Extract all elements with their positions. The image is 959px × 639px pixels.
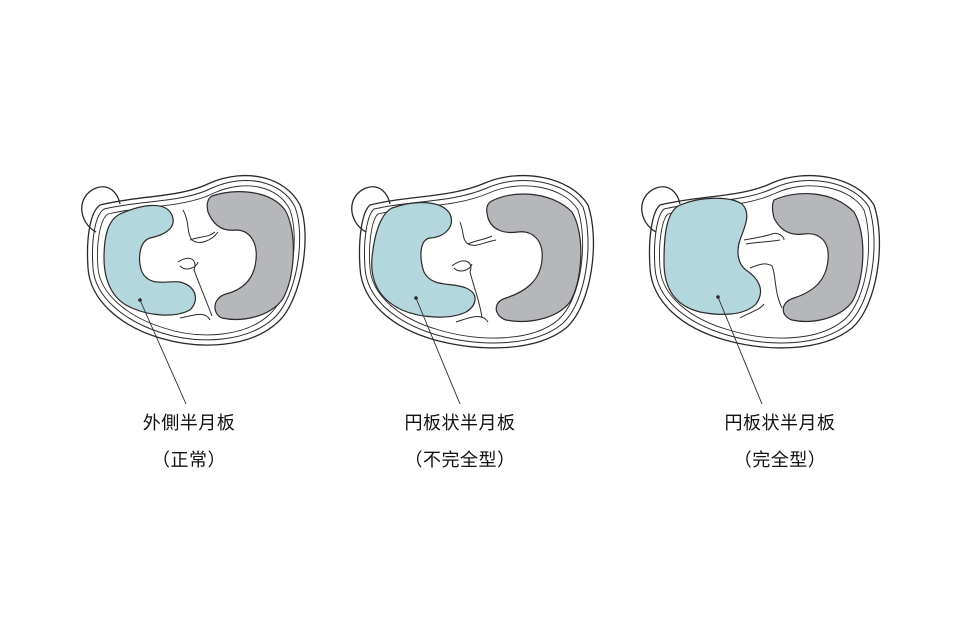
label-subtitle: （正常） [152, 450, 226, 471]
cruciate-ligament-line-3 [451, 260, 483, 319]
cruciate-ligament-line-3 [177, 257, 213, 317]
patella-outline [641, 186, 681, 233]
label-title: 円板状半月板 [404, 413, 516, 434]
lateral-meniscus [371, 202, 476, 318]
knee-diagram-incomplete [351, 174, 595, 405]
tibia-outline-inner [92, 180, 301, 341]
medial-meniscus [771, 192, 864, 323]
cruciate-ligament-line-5 [455, 316, 489, 323]
panel-normal: 外側半月板 （正常） [0, 0, 320, 639]
patella-outline [351, 186, 391, 233]
label-title: 外側半月板 [142, 413, 236, 434]
tibia-outline-outer [648, 174, 881, 349]
tibia-outline-inner [654, 180, 875, 344]
label-subtitle: （不完全型） [404, 450, 516, 471]
tibia-outline-inner [364, 180, 589, 344]
tibia-outline-innermost [97, 185, 295, 336]
tibia-outline-outer [358, 174, 595, 349]
panel-incomplete-discoid: 円板状半月板 （不完全型） [270, 0, 595, 639]
cruciate-ligament-line-4 [739, 303, 765, 319]
cruciate-ligament-line-1 [182, 209, 219, 243]
knee-diagram-normal [81, 175, 306, 405]
cruciate-ligament-line-2 [467, 235, 493, 245]
lateral-meniscus [103, 204, 197, 316]
tibia-outline-innermost [659, 185, 870, 339]
cruciate-ligament-line-1 [459, 221, 497, 246]
panel-complete-discoid: 円板状半月板 （完全型） [560, 0, 881, 639]
tibia-outline-outer [86, 175, 306, 346]
cruciate-ligament-line-2 [745, 239, 781, 245]
tibia-outline-innermost [369, 185, 584, 339]
knee-diagram-complete [641, 174, 881, 405]
cruciate-ligament-line-3 [749, 263, 783, 309]
leader-line [717, 296, 763, 405]
lateral-meniscus [663, 197, 761, 315]
medial-meniscus [486, 193, 582, 323]
cruciate-ligament-line-4 [179, 261, 199, 270]
label-subtitle: （完全型） [733, 450, 827, 471]
label-title: 円板状半月板 [724, 413, 836, 434]
leader-line [139, 299, 187, 405]
cruciate-ligament-line-5 [179, 313, 211, 321]
cruciate-ligament-line-1 [743, 233, 785, 241]
cruciate-ligament-line-2 [189, 231, 216, 241]
cruciate-ligament-line-4 [453, 263, 473, 272]
leader-line [415, 297, 461, 405]
patella-outline [81, 186, 121, 233]
medial-meniscus [206, 191, 294, 321]
